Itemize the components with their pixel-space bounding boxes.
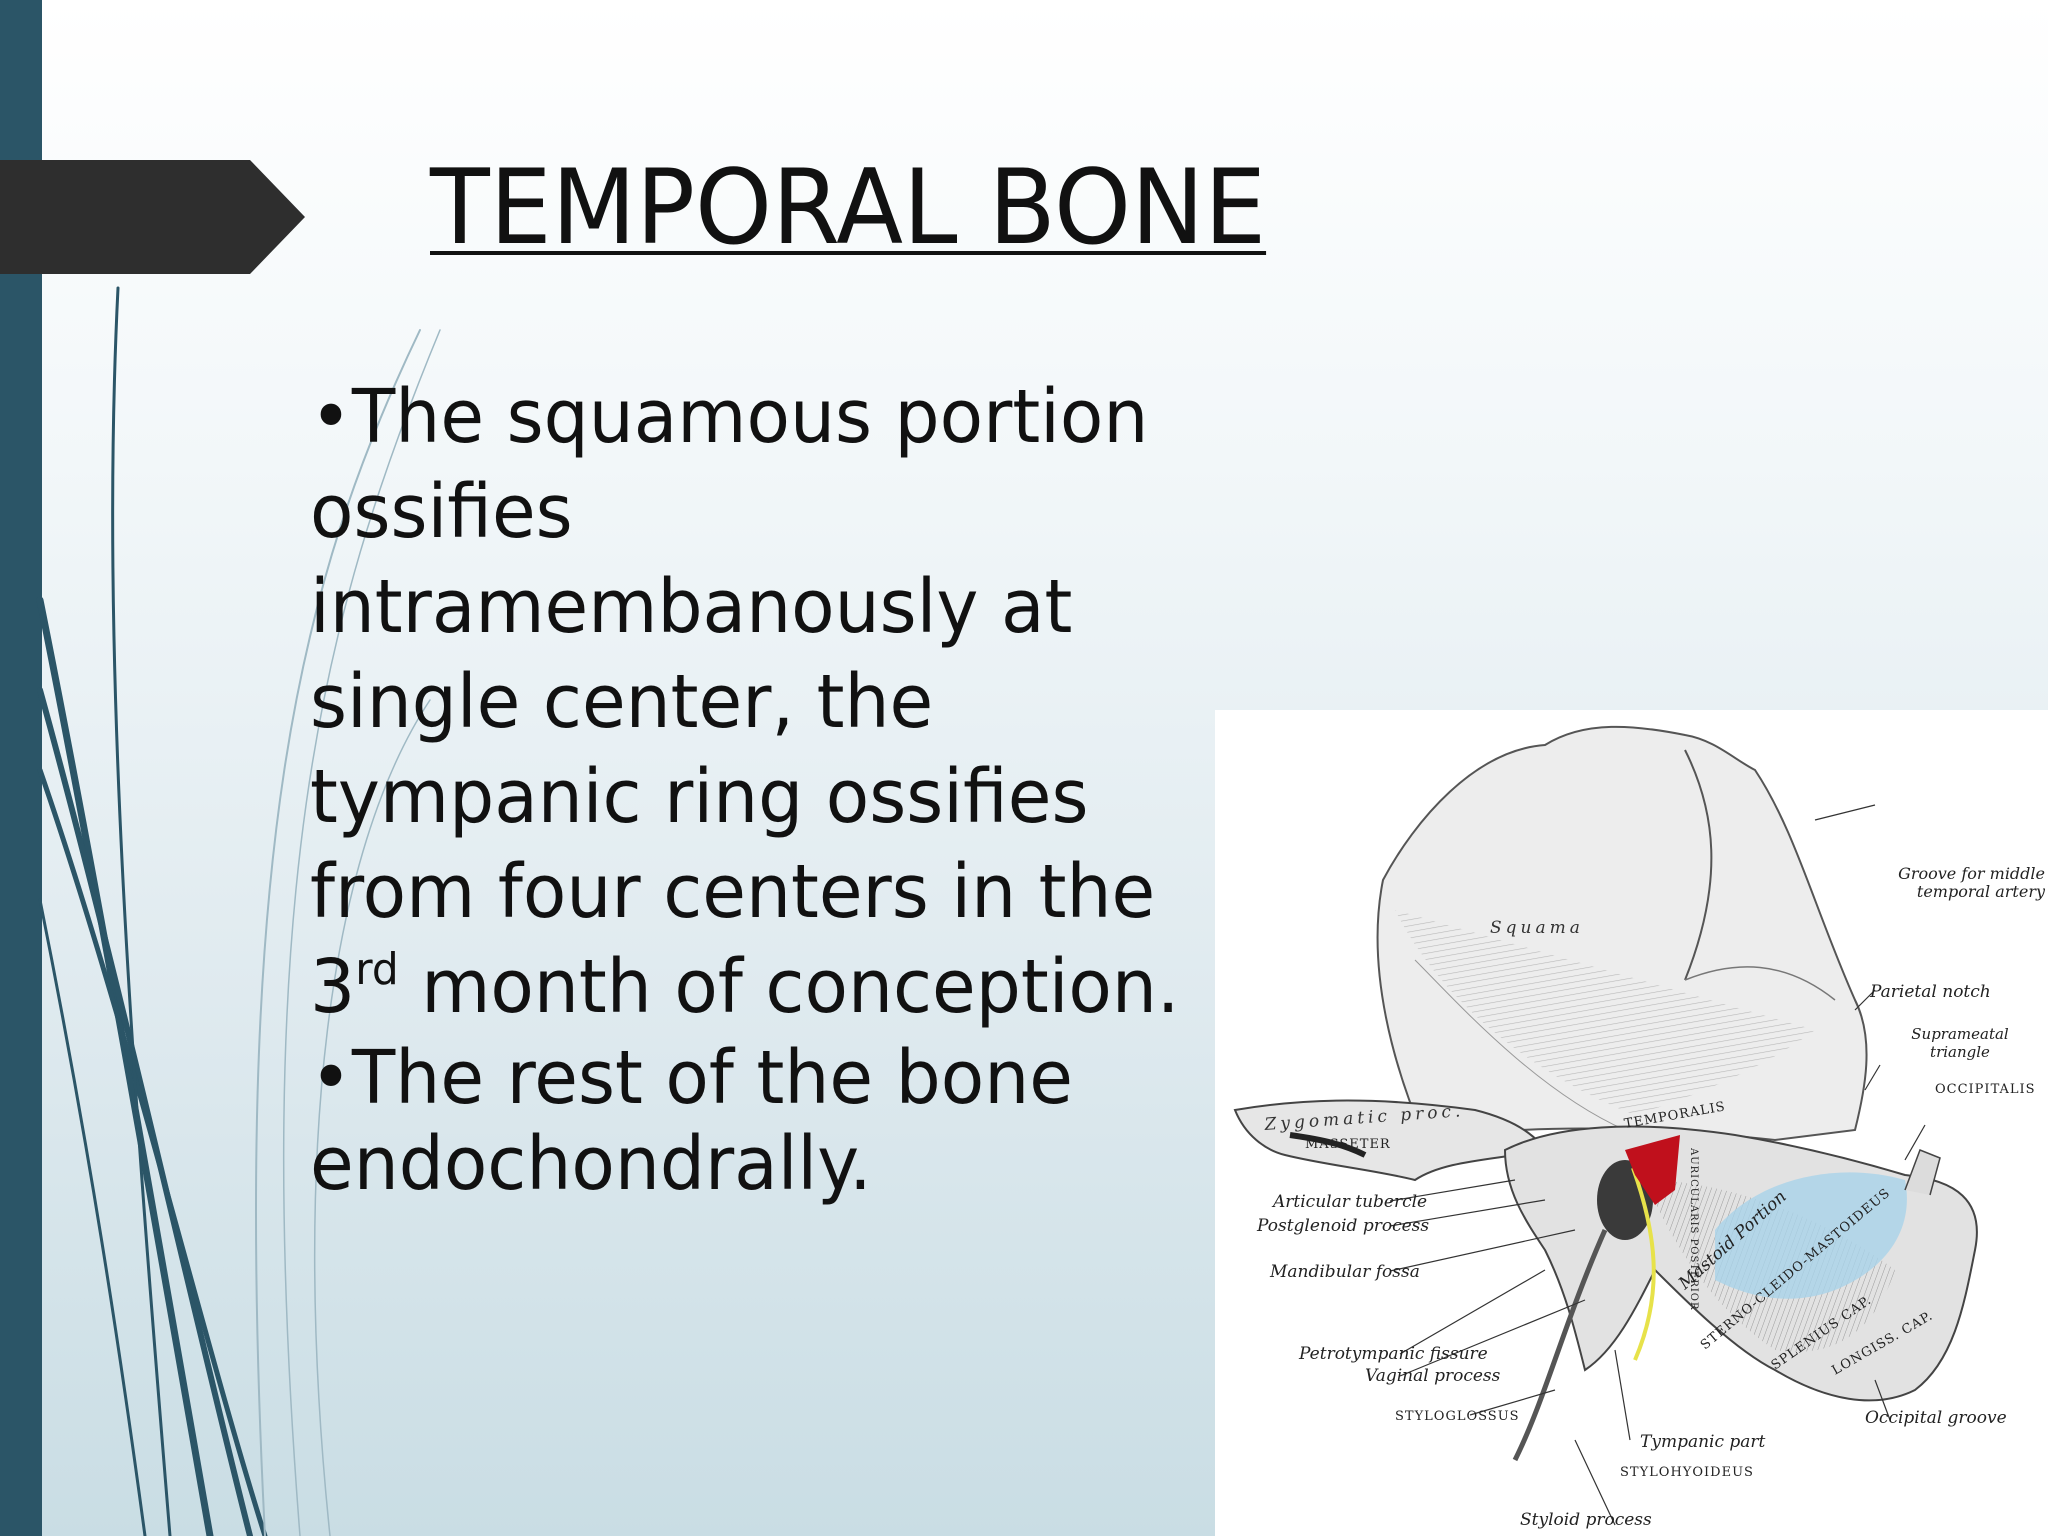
label-auricularis: AURICULARIS POSTERIOR	[1688, 1147, 1699, 1311]
bullet-2-text: The rest of the bone endochondrally.	[310, 1035, 1073, 1207]
slide-body: •The squamous portion ossifies intramemb…	[310, 370, 1232, 1207]
label-articular: Articular tubercle	[1271, 1192, 1427, 1212]
label-mandibular: Mandibular fossa	[1269, 1262, 1420, 1282]
label-occipital-groove: Occipital groove	[1865, 1408, 2007, 1428]
bullet-1-text-end: month of conception.	[398, 944, 1180, 1030]
label-vaginal: Vaginal process	[1365, 1366, 1501, 1386]
label-postglenoid: Postglenoid process	[1256, 1216, 1429, 1236]
squama-shape	[1376, 725, 1868, 1142]
label-styloglossus: STYLOGLOSSUS	[1395, 1409, 1520, 1424]
mastoid-and-tympanic-shape	[1503, 1125, 1978, 1462]
label-squama: Squama	[1490, 918, 1584, 938]
bullet-marker: •	[310, 374, 352, 460]
bullet-marker: •	[310, 1035, 352, 1121]
bullet-1-superscript: rd	[355, 944, 399, 995]
label-petrotympanic: Petrotympanic fissure	[1298, 1344, 1488, 1364]
bullet-2: •The rest of the bone endochondrally.	[310, 1035, 1232, 1207]
bullet-1: •The squamous portion ossifies intramemb…	[310, 370, 1232, 1035]
bullet-1-text: The squamous portion ossifies intramemba…	[310, 374, 1156, 1030]
temporal-bone-illustration: Squama Zygomatic proc. MASSETER TEMPORAL…	[1215, 710, 2048, 1536]
slide-title: TEMPORAL BONE	[430, 148, 1267, 268]
label-suprameatal: Suprameatal triangle	[1911, 1025, 2008, 1061]
label-occipitalis: OCCIPITALIS	[1935, 1082, 2036, 1097]
title-arrow-shape	[0, 160, 305, 274]
label-styloid: Styloid process	[1520, 1510, 1652, 1530]
label-masseter: MASSETER	[1305, 1137, 1391, 1152]
zygomatic-process-shape	[1233, 1099, 1547, 1182]
label-parietal-notch: Parietal notch	[1869, 982, 1991, 1002]
label-stylohyoideus: STYLOHYOIDEUS	[1620, 1465, 1754, 1480]
label-groove-middle: Groove for middle temporal artery	[1898, 865, 2045, 901]
label-tympanic-part: Tympanic part	[1640, 1432, 1766, 1452]
